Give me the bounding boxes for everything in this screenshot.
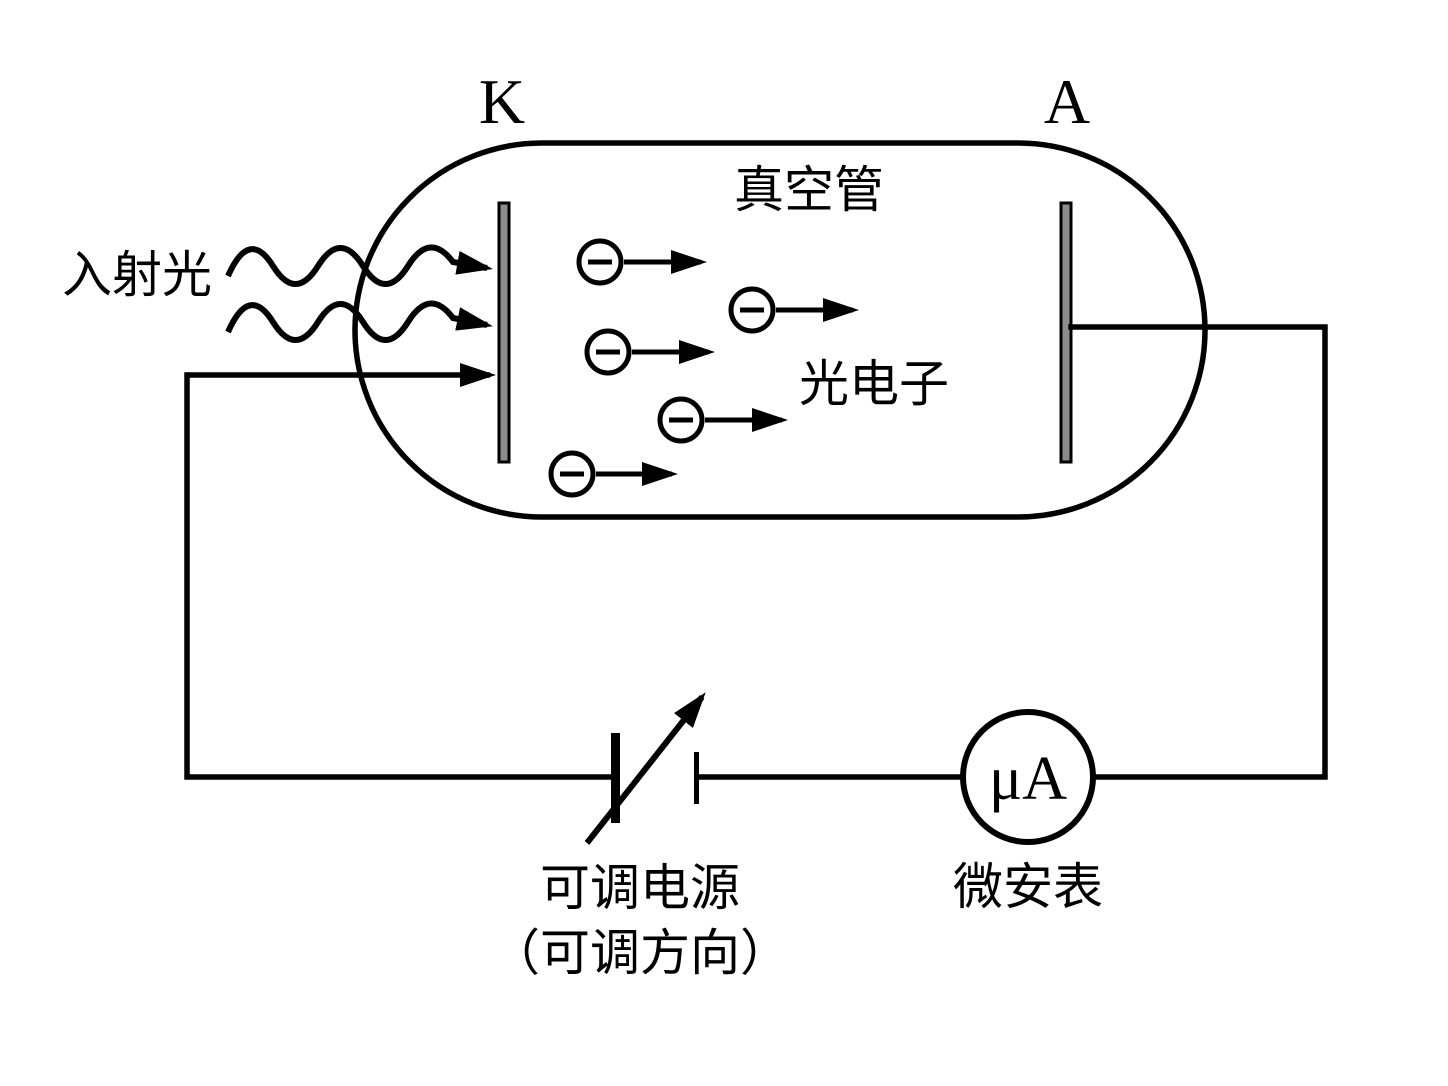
photoelectron-group-3 [584,328,715,376]
microammeter-circle [960,709,1096,845]
cathode-label: K [479,66,525,137]
battery-short-plate [694,752,699,804]
battery-adjust-arrow [584,692,706,845]
power-supply-label-line2: （可调方向） [490,925,790,981]
photoelectron-group-4 [657,396,788,444]
microammeter-label: 微安表 [953,859,1103,915]
wire-cathode-to-battery [184,372,614,780]
wire-meter-to-anode [1068,324,1328,780]
photoelectron-group-1 [576,238,707,286]
vacuum-tube-label: 真空管 [734,162,884,218]
battery-long-plate [611,733,620,823]
anode-label: A [1044,66,1090,137]
adjustable-power-supply-symbol [584,692,706,845]
photoelectron-group-5 [548,450,678,498]
power-supply-label-line1: 可调电源 [540,860,740,916]
incident-light-label: 入射光 [62,247,212,303]
anode-plate [1059,201,1073,464]
microammeter-unit: μA [989,745,1067,813]
microammeter-symbol: μA [960,709,1096,845]
light-ray-wavy-2 [225,300,493,343]
cathode-plate [497,201,511,464]
vacuum-tube-outline [352,140,1208,520]
photoelectron-group-2 [728,286,859,334]
light-ray-wavy-1 [225,244,493,287]
photoelectron-label: 光电子 [799,356,949,412]
